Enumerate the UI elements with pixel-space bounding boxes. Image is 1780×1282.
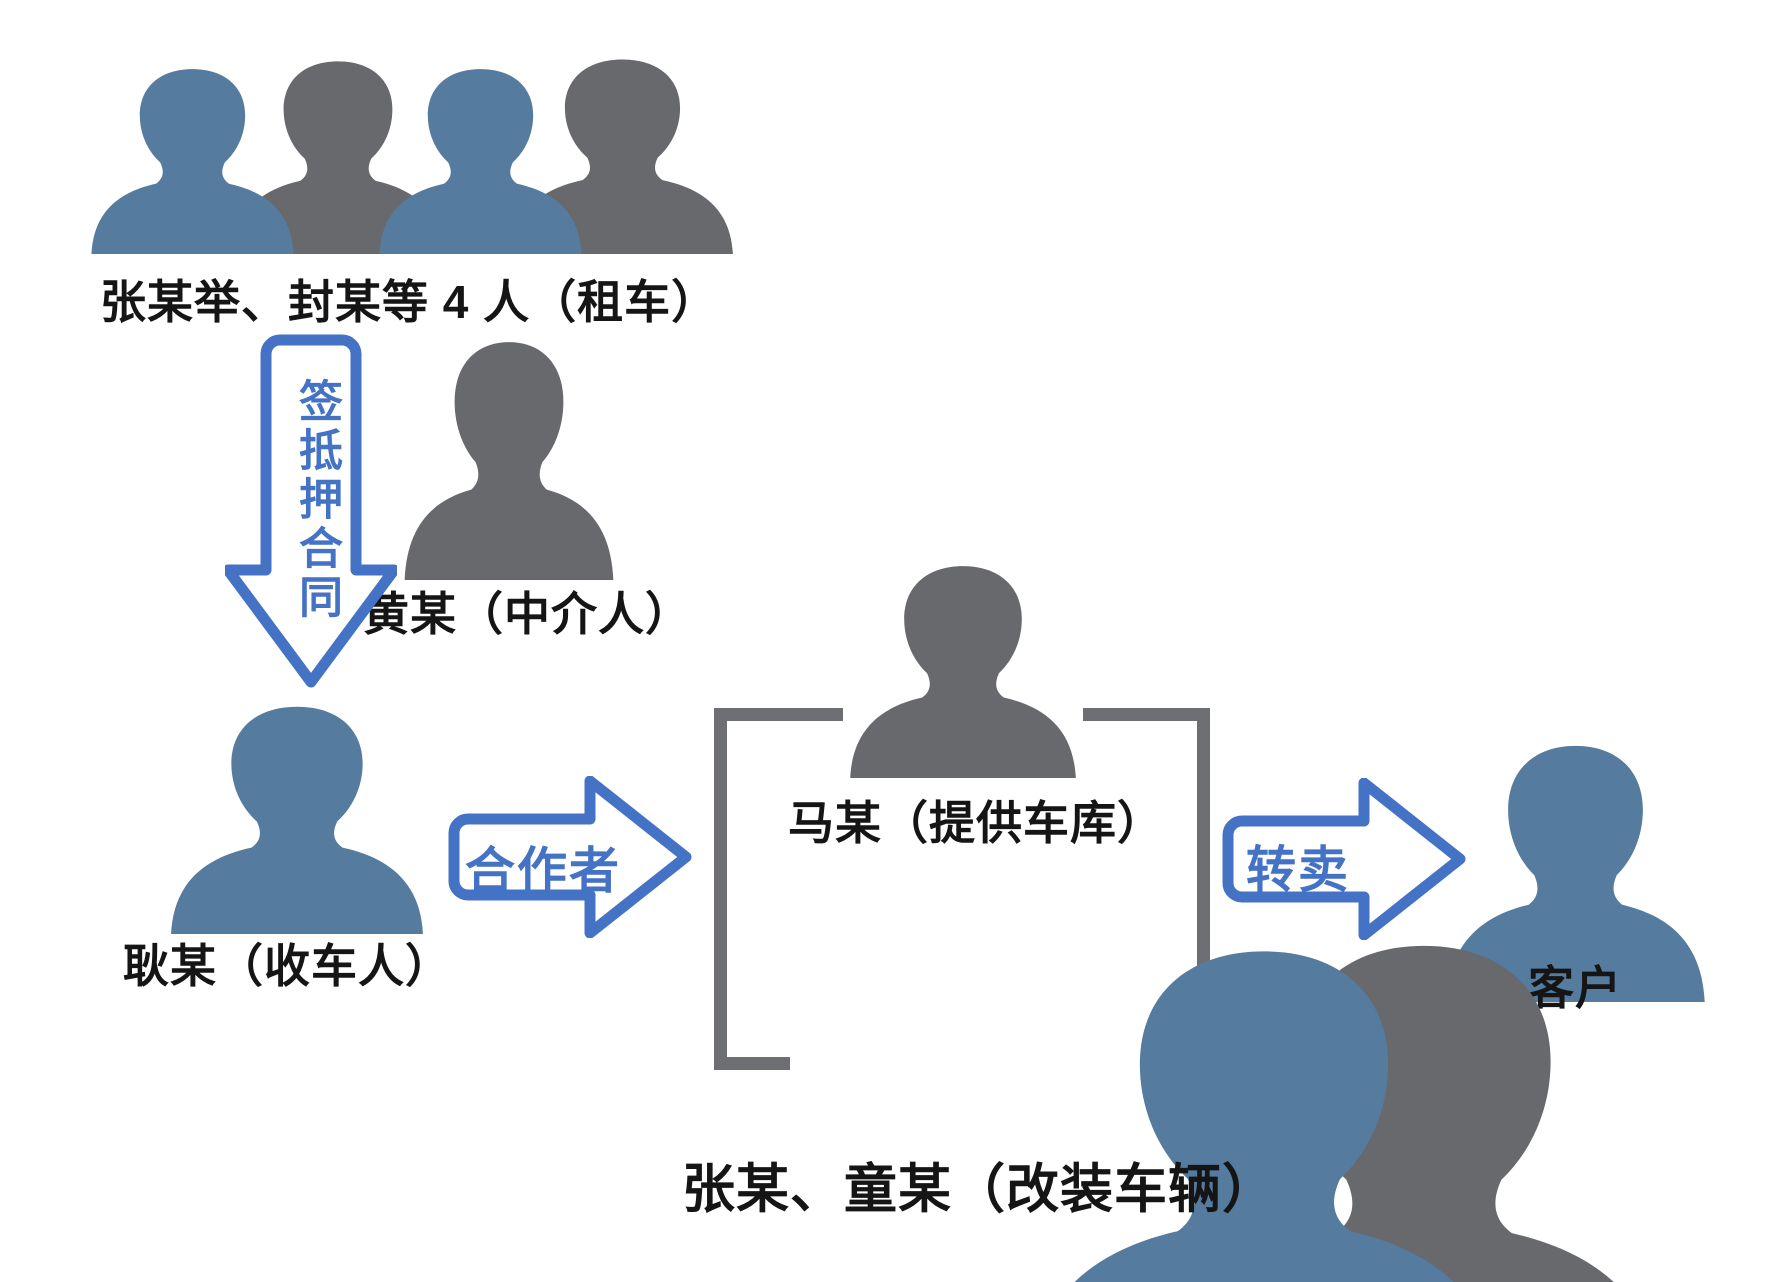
collaborator-arrow-label: 合作者 <box>465 843 621 899</box>
person-silhouette-icon <box>843 558 1083 778</box>
middleman-label: 黄某（中介人） <box>363 588 692 640</box>
right-arrow-icon <box>1222 778 1466 940</box>
collector-label: 耿某（收车人） <box>123 940 452 992</box>
person-silhouette-icon <box>163 698 431 934</box>
renters-label: 张某举、封某等 4 人（租车） <box>100 276 719 328</box>
right-arrow-icon <box>448 776 692 938</box>
renters-group <box>85 52 665 254</box>
modifiers-label: 张某、童某（改装车辆） <box>682 1160 1276 1219</box>
person-silhouette-icon <box>398 333 620 580</box>
garage-provider-label: 马某（提供车库） <box>788 797 1164 849</box>
person-silhouette-icon <box>373 62 588 254</box>
sign-mortgage-contract-arrow-label: 签抵押合同 <box>292 378 341 623</box>
customer-label: 客户 <box>1528 962 1622 1014</box>
person-pair-silhouette-icon <box>790 928 1185 1156</box>
person-silhouette-icon <box>85 62 300 254</box>
down-arrow-icon <box>225 334 397 688</box>
resell-arrow-label: 转卖 <box>1246 842 1350 898</box>
